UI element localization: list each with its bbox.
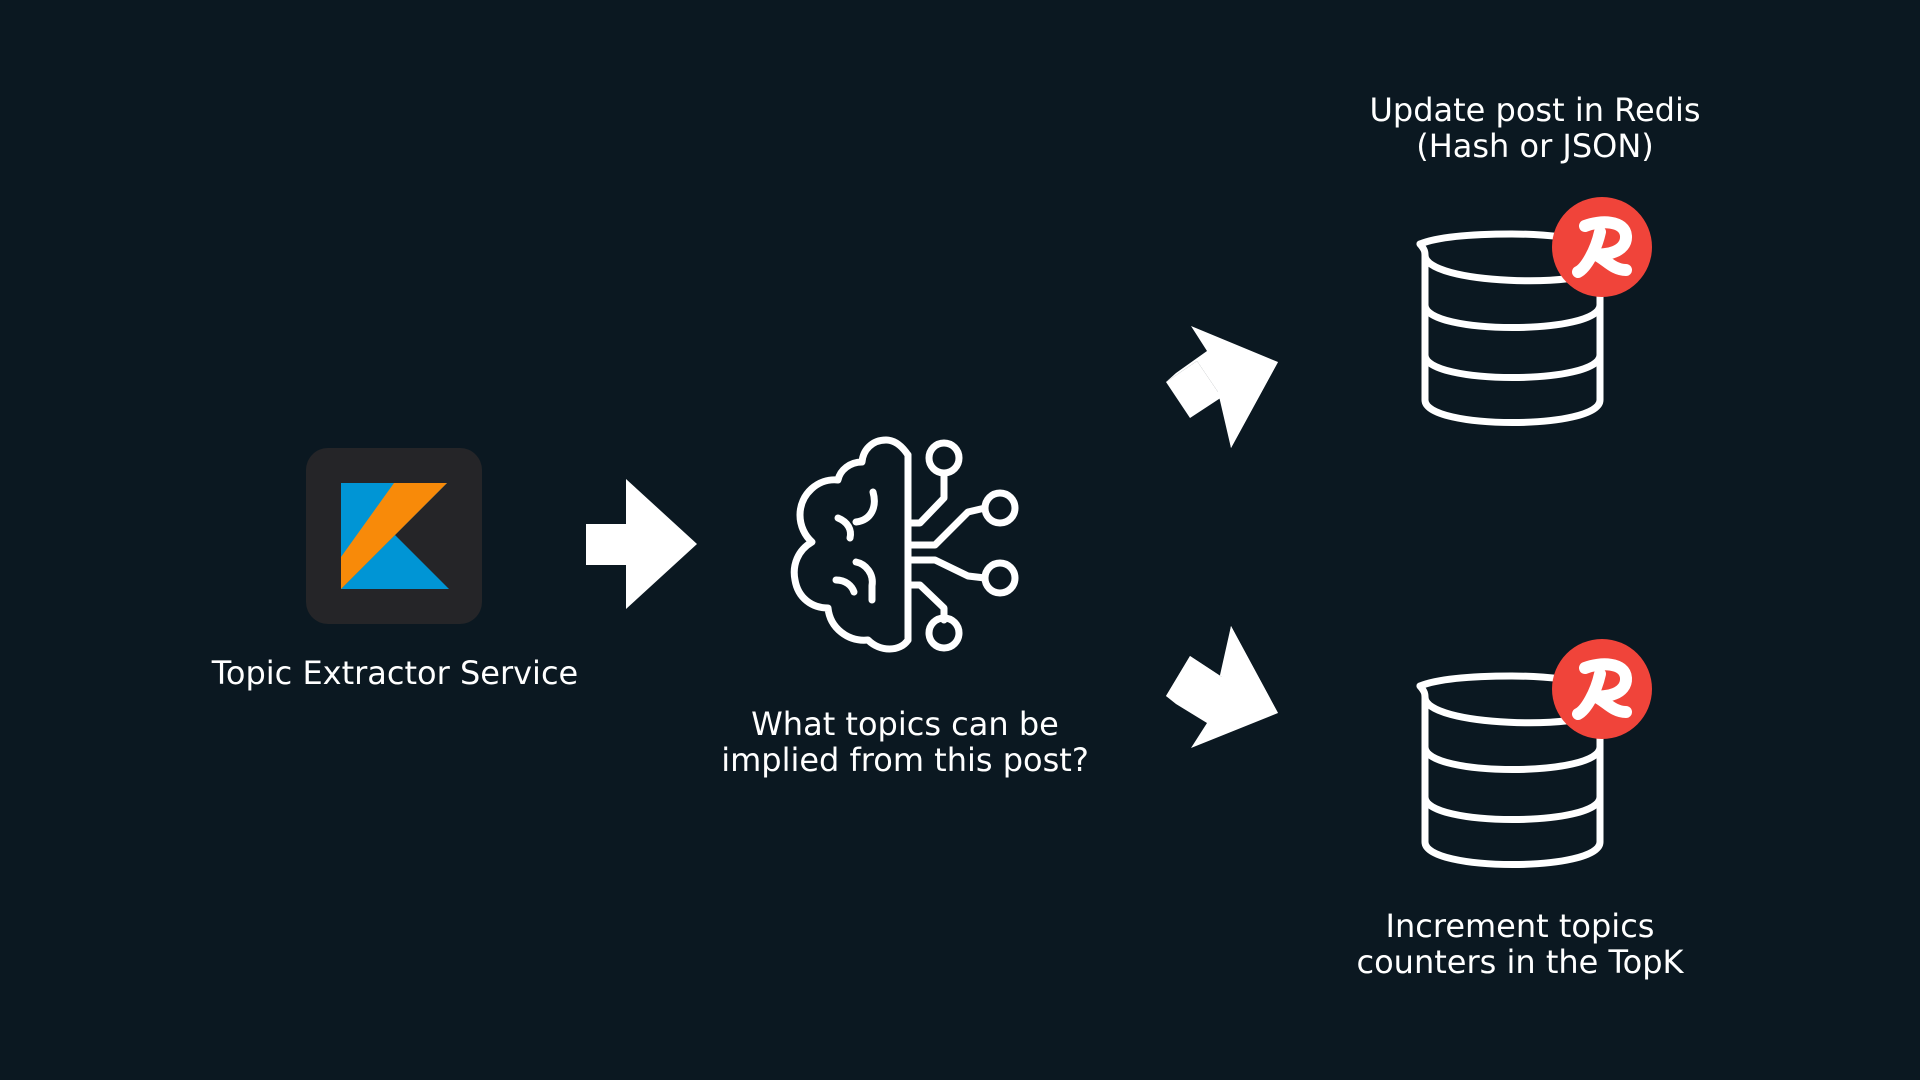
redis-topk-label: Increment topics counters in the TopK (1356, 907, 1684, 981)
redis-post-label: Update post in Redis (Hash or JSON) (1369, 91, 1701, 165)
ai-label: What topics can be implied from this pos… (721, 705, 1089, 779)
service-label: Topic Extractor Service (211, 654, 579, 692)
